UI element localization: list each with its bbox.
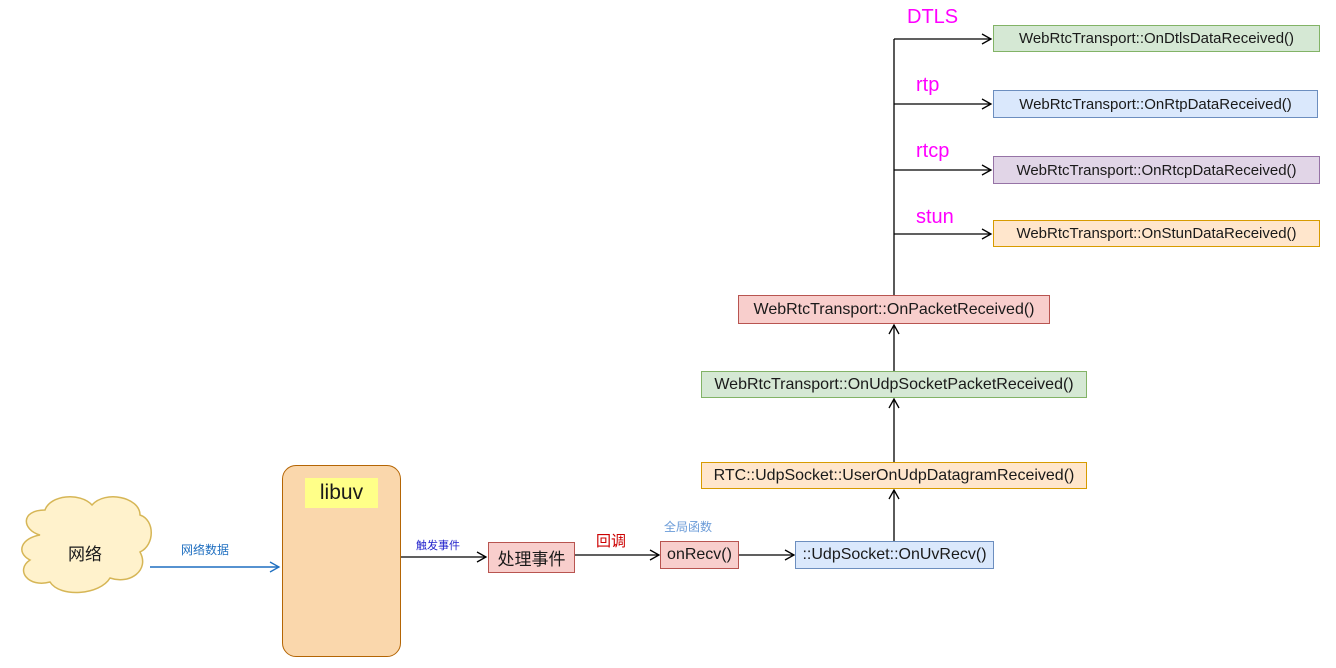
node-on-packet-received: WebRtcTransport::OnPacketReceived() (738, 295, 1050, 324)
network-cloud-shape (21, 496, 152, 594)
protocol-label-rtcp: rtcp (916, 140, 950, 162)
protocol-label-dtls: DTLS (907, 6, 959, 28)
protocol-label-stun: stun (916, 206, 954, 228)
network-cloud-label: 网络 (68, 545, 102, 564)
protocol-label-rtp: rtp (916, 74, 940, 96)
note-global-function: 全局函数 (664, 520, 713, 534)
node-on-udp-socket-packet-received: WebRtcTransport::OnUdpSocketPacketReceiv… (701, 371, 1087, 398)
edge-label-callback: 回调 (596, 533, 627, 550)
node-on-dtls-data-received: WebRtcTransport::OnDtlsDataReceived() (993, 25, 1320, 52)
node-on-recv: onRecv() (660, 541, 739, 569)
node-handle-event: 处理事件 (488, 542, 575, 573)
libuv-title: libuv (305, 478, 378, 508)
edge-label-trigger-event: 触发事件 (416, 540, 460, 552)
node-udpsocket-on-uv-recv: ::UdpSocket::OnUvRecv() (795, 541, 994, 569)
node-on-rtp-data-received: WebRtcTransport::OnRtpDataReceived() (993, 90, 1318, 118)
node-user-on-udp-datagram-received: RTC::UdpSocket::UserOnUdpDatagramReceive… (701, 462, 1087, 489)
node-on-stun-data-received: WebRtcTransport::OnStunDataReceived() (993, 220, 1320, 247)
edge-label-network-data: 网络数据 (181, 543, 230, 557)
node-on-rtcp-data-received: WebRtcTransport::OnRtcpDataReceived() (993, 156, 1320, 184)
